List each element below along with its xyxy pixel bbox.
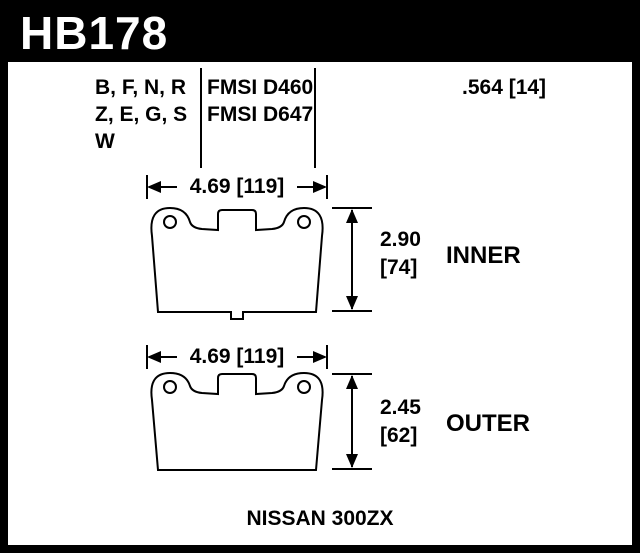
outer-mounting-hole-left — [163, 380, 177, 394]
fmsi-number-1: FMSI D460 — [207, 76, 314, 99]
compound-codes-row-1: B, F, N, R — [95, 76, 187, 99]
pad-thickness: .564 [14] — [462, 76, 547, 99]
compound-codes-row-3: W — [95, 130, 115, 153]
outer-pad-diagram — [146, 345, 372, 471]
content-panel — [8, 62, 632, 545]
width-dim-right-arrowhead — [313, 351, 327, 363]
inner-height-value-in: 2.90 — [380, 228, 421, 251]
part-number: HB178 — [20, 7, 169, 59]
fmsi-number-2: FMSI D647 — [207, 103, 314, 126]
outer-mounting-hole-right — [297, 380, 311, 394]
inner-pad-outline — [150, 206, 324, 320]
height-dim-top-arrowhead — [346, 209, 358, 223]
height-dim-top-arrowhead — [346, 375, 358, 389]
inner-mounting-hole-left — [163, 215, 177, 229]
outer-height-value-in: 2.45 — [380, 396, 421, 419]
height-dim-bottom-arrowhead — [346, 296, 358, 310]
width-dim-left-arrowhead — [147, 351, 161, 363]
inner-pad-label: INNER — [446, 242, 521, 269]
inner-mounting-hole-right — [297, 215, 311, 229]
outer-height-value-mm: [62] — [380, 424, 418, 447]
width-dim-left-arrowhead — [147, 181, 161, 193]
outer-height-dimension-arrow — [332, 373, 372, 470]
inner-height-value-mm: [74] — [380, 256, 418, 279]
height-dim-bottom-arrowhead — [346, 454, 358, 468]
inner-width-dimension-label: 4.69 [119] — [177, 175, 297, 199]
outer-width-dimension-label: 4.69 [119] — [177, 345, 297, 369]
inner-height-dimension-arrow — [332, 207, 372, 312]
vehicle-name: NISSAN 300ZX — [246, 507, 394, 530]
compound-codes-row-2: Z, E, G, S — [95, 103, 188, 126]
width-dim-right-arrowhead — [313, 181, 327, 193]
outer-pad-outline — [150, 371, 324, 471]
table-divider-2 — [314, 68, 316, 168]
outer-pad-label: OUTER — [446, 410, 530, 437]
table-divider-1 — [200, 68, 202, 168]
